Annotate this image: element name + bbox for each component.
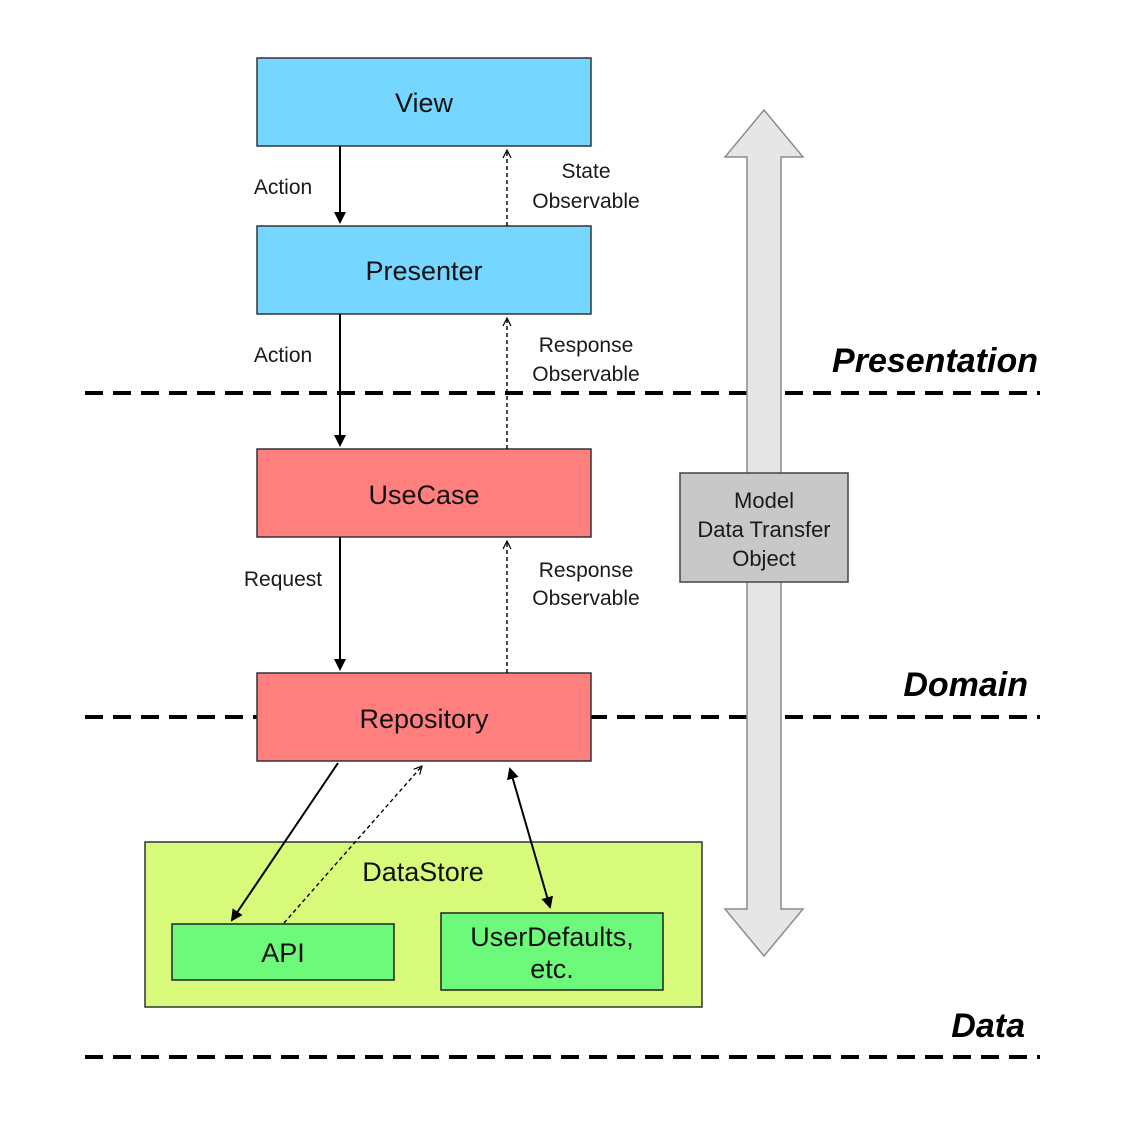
usecase-box <box>256 448 592 538</box>
userdefaults-label-line1: UserDefaults, <box>470 922 634 952</box>
presenter-box <box>256 225 592 315</box>
repository-userdefaults-bidirectional-arrow <box>507 767 553 909</box>
repository-label: Repository <box>359 704 489 734</box>
repository-response-label-line2: Observable <box>532 587 639 610</box>
repository-to-api-arrow <box>230 762 339 922</box>
userdefaults-box <box>440 912 664 991</box>
model-box <box>679 472 849 583</box>
usecase-to-repository-label: Request <box>244 568 322 591</box>
view-label: View <box>395 88 454 118</box>
userdefaults-label-line2: etc. <box>530 954 574 984</box>
state-observable-label-line2: Observable <box>532 190 639 213</box>
usecase-response-label-line2: Observable <box>532 363 639 386</box>
domain-layer-label: Domain <box>903 666 1028 704</box>
presenter-label: Presenter <box>365 256 482 286</box>
presentation-layer-label: Presentation <box>832 342 1038 380</box>
usecase-response-label-line1: Response <box>539 334 634 357</box>
model-label-line3: Object <box>732 546 796 571</box>
state-observable-label-line1: State <box>561 160 610 183</box>
api-box <box>171 923 395 981</box>
view-to-presenter-label: Action <box>254 176 312 199</box>
usecase-label: UseCase <box>368 480 479 510</box>
model-label-line1: Model <box>734 488 794 513</box>
datastore-label: DataStore <box>362 857 484 887</box>
repository-box <box>256 672 592 762</box>
data-layer-label: Data <box>951 1007 1025 1045</box>
repository-response-label-line1: Response <box>539 559 634 582</box>
model-label-line2: Data Transfer <box>697 517 830 542</box>
view-box <box>256 57 592 147</box>
presenter-to-usecase-label: Action <box>254 344 312 367</box>
api-label: API <box>261 938 305 968</box>
